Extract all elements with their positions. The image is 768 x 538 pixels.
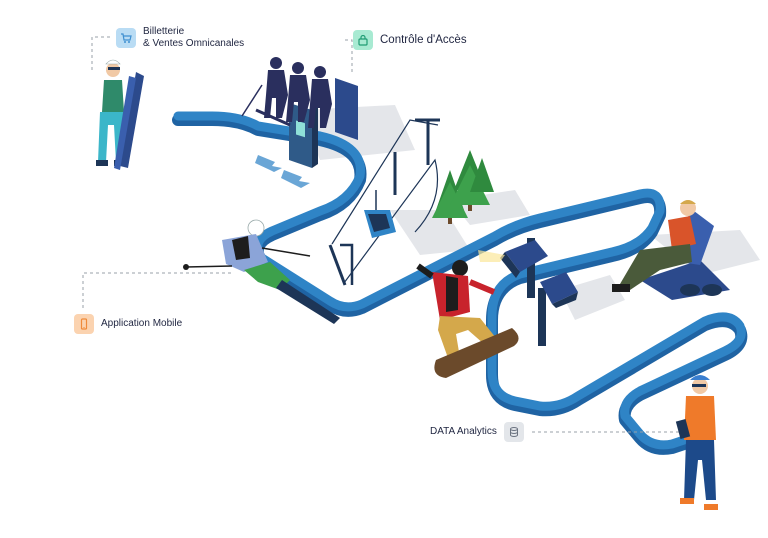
- mobile-app-text: Application Mobile: [101, 318, 183, 329]
- mobile-app-label: Application Mobile: [74, 314, 182, 334]
- dashed-connectors: [82, 36, 690, 433]
- ski-track: [172, 111, 748, 455]
- smartphone-icon: [74, 314, 94, 334]
- skier-with-skis: [96, 59, 144, 170]
- person-with-tablet: [675, 375, 718, 510]
- data-analytics-label: DATA Analytics: [430, 422, 524, 442]
- downhill-skier: [183, 219, 340, 324]
- database-icon: [503, 422, 524, 442]
- ticketing-label: Billetterie & Ventes Omnicanales: [116, 26, 244, 50]
- person-in-deckchair: [612, 200, 730, 300]
- access-control-label: Contrôle d'Accès: [353, 30, 467, 50]
- access-gate: [289, 78, 358, 168]
- data-analytics-text: DATA Analytics: [430, 426, 497, 437]
- people-group-silhouettes: [241, 57, 332, 128]
- camera-pole-upper: [478, 238, 548, 298]
- ticketing-label-line1: Billetterie: [143, 26, 185, 37]
- snowboarder: [416, 260, 519, 378]
- ticketing-label-line2: & Ventes Omnicanales: [143, 38, 245, 49]
- shopping-cart-icon: [116, 28, 136, 48]
- pine-trees: [432, 150, 494, 224]
- chairlift-seat: [364, 190, 396, 238]
- access-control-text: Contrôle d'Accès: [380, 34, 467, 46]
- chairlift: [328, 118, 440, 286]
- camera-pole-lower: [538, 272, 578, 346]
- lock-icon: [353, 30, 373, 50]
- direction-arrows: [255, 155, 310, 188]
